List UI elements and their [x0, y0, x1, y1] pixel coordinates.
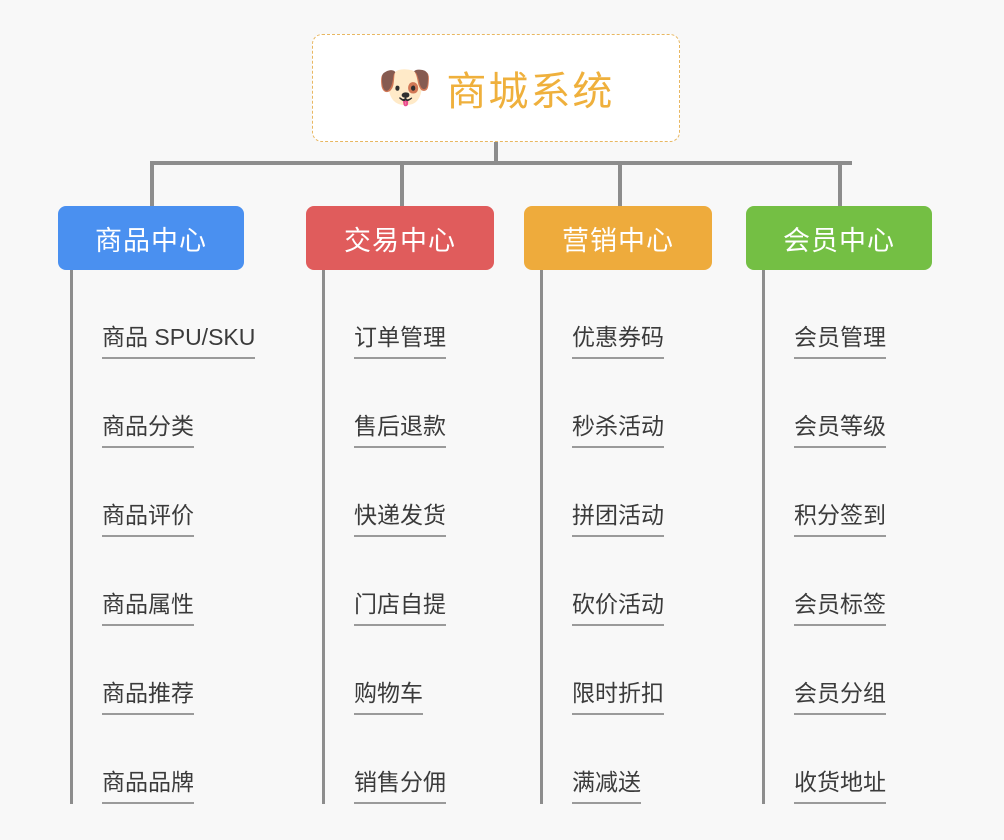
- connector-column-rail: [70, 270, 73, 804]
- leaf-item-label: 会员等级: [794, 412, 886, 448]
- leaf-item-label: 售后退款: [354, 412, 446, 448]
- leaf-item-label: 商品 SPU/SKU: [102, 323, 256, 359]
- leaf-item[interactable]: 商品品牌: [70, 715, 300, 804]
- leaf-item[interactable]: 购物车: [322, 626, 552, 715]
- leaf-item[interactable]: 快递发货: [322, 448, 552, 537]
- leaf-item[interactable]: 拼团活动: [540, 448, 770, 537]
- category-label: 商品中心: [95, 225, 207, 256]
- connector-horizontal-rail: [150, 161, 852, 165]
- leaf-item[interactable]: 门店自提: [322, 537, 552, 626]
- leaf-item[interactable]: 会员标签: [762, 537, 992, 626]
- leaf-item-label: 订单管理: [354, 323, 446, 359]
- connector-drop-3: [618, 161, 622, 206]
- connector-column-rail: [762, 270, 765, 804]
- leaf-item-label: 收货地址: [794, 768, 886, 804]
- leaf-item[interactable]: 砍价活动: [540, 537, 770, 626]
- leaf-item-label: 快递发货: [354, 501, 446, 537]
- category-label: 交易中心: [344, 225, 456, 256]
- leaf-item-label: 会员分组: [794, 679, 886, 715]
- leaf-item-label: 优惠券码: [572, 323, 664, 359]
- category-label: 营销中心: [562, 225, 674, 256]
- leaf-item[interactable]: 商品分类: [70, 359, 300, 448]
- leaf-item-label: 会员标签: [794, 590, 886, 626]
- leaf-item-label: 商品分类: [102, 412, 194, 448]
- leaf-item[interactable]: 销售分佣: [322, 715, 552, 804]
- leaf-item[interactable]: 订单管理: [322, 270, 552, 359]
- category-box-trade[interactable]: 交易中心: [306, 206, 494, 270]
- category-box-product[interactable]: 商品中心: [58, 206, 244, 270]
- leaf-item-label: 秒杀活动: [572, 412, 664, 448]
- connector-column-rail: [540, 270, 543, 804]
- leaf-item[interactable]: 商品推荐: [70, 626, 300, 715]
- leaf-item[interactable]: 积分签到: [762, 448, 992, 537]
- root-node-label: 商城系统: [446, 70, 615, 114]
- category-label: 会员中心: [783, 225, 895, 256]
- leaf-item[interactable]: 优惠券码: [540, 270, 770, 359]
- leaf-item-label: 会员管理: [794, 323, 886, 359]
- root-node[interactable]: 🐶 商城系统: [312, 34, 680, 142]
- leaf-item[interactable]: 会员分组: [762, 626, 992, 715]
- leaf-item[interactable]: 商品属性: [70, 537, 300, 626]
- connector-drop-2: [400, 161, 404, 206]
- leaf-item-label: 商品评价: [102, 501, 194, 537]
- leaf-column-marketing: 优惠券码 秒杀活动 拼团活动 砍价活动 限时折扣 满减送: [540, 270, 770, 804]
- category-box-member[interactable]: 会员中心: [746, 206, 932, 270]
- leaf-item[interactable]: 收货地址: [762, 715, 992, 804]
- leaf-column-member: 会员管理 会员等级 积分签到 会员标签 会员分组 收货地址: [762, 270, 992, 804]
- leaf-column-product: 商品 SPU/SKU 商品分类 商品评价 商品属性 商品推荐 商品品牌: [70, 270, 300, 804]
- connector-root-stem: [494, 142, 498, 165]
- leaf-item-label: 积分签到: [794, 501, 886, 537]
- leaf-item-label: 满减送: [572, 768, 641, 804]
- leaf-item[interactable]: 会员管理: [762, 270, 992, 359]
- leaf-item[interactable]: 满减送: [540, 715, 770, 804]
- shiba-dog-face-icon: 🐶: [377, 63, 433, 112]
- leaf-item-label: 销售分佣: [354, 768, 446, 804]
- connector-drop-4: [838, 161, 842, 206]
- leaf-item[interactable]: 会员等级: [762, 359, 992, 448]
- leaf-item-label: 商品推荐: [102, 679, 194, 715]
- leaf-column-trade: 订单管理 售后退款 快递发货 门店自提 购物车 销售分佣: [322, 270, 552, 804]
- leaf-item[interactable]: 售后退款: [322, 359, 552, 448]
- leaf-item-label: 砍价活动: [572, 590, 664, 626]
- leaf-item[interactable]: 秒杀活动: [540, 359, 770, 448]
- connector-drop-1: [150, 161, 154, 206]
- leaf-item-label: 门店自提: [354, 590, 446, 626]
- leaf-item-label: 限时折扣: [572, 679, 664, 715]
- leaf-item[interactable]: 商品评价: [70, 448, 300, 537]
- leaf-item-label: 商品品牌: [102, 768, 194, 804]
- leaf-item[interactable]: 商品 SPU/SKU: [70, 270, 300, 359]
- leaf-item-label: 拼团活动: [572, 501, 664, 537]
- leaf-item[interactable]: 限时折扣: [540, 626, 770, 715]
- category-box-marketing[interactable]: 营销中心: [524, 206, 712, 270]
- leaf-item-label: 商品属性: [102, 590, 194, 626]
- connector-column-rail: [322, 270, 325, 804]
- leaf-item-label: 购物车: [354, 679, 423, 715]
